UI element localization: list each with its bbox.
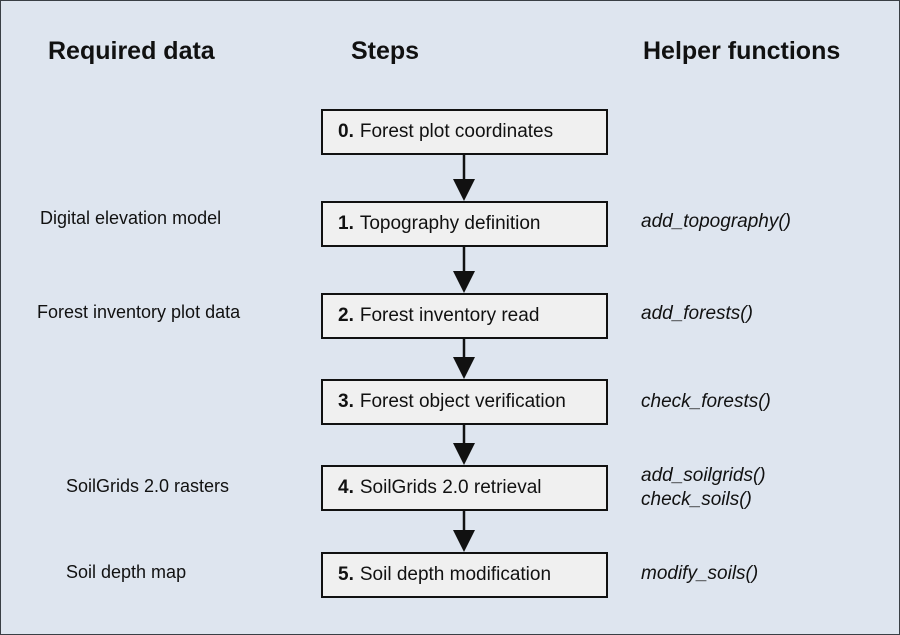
helper-modify-soils: modify_soils() (641, 563, 759, 584)
step-5-label: Soil depth modification (359, 564, 552, 585)
step-3-number: 3. (338, 391, 354, 412)
helper-functions-header: Helper functions (643, 37, 841, 65)
step-0-box: 0. Forest plot coordinates (321, 109, 608, 155)
arrow-4-to-5 (453, 511, 475, 552)
required-data-dem: Digital elevation model (40, 208, 222, 228)
helper-check-forests: check_forests() (641, 391, 771, 412)
step-2-box: 2. Forest inventory read (321, 293, 608, 339)
step-1-number: 1. (338, 213, 354, 234)
step-5-number: 5. (338, 564, 354, 585)
required-data-header: Required data (48, 37, 215, 65)
step-1-box: 1. Topography definition (321, 201, 608, 247)
step-2-label: Forest inventory read (359, 305, 540, 326)
step-4-box: 4. SoilGrids 2.0 retrieval (321, 465, 608, 511)
step-0-label: Forest plot coordinates (359, 121, 554, 142)
step-4-label: SoilGrids 2.0 retrieval (359, 477, 542, 498)
arrow-3-to-4 (453, 425, 475, 465)
steps-header: Steps (351, 37, 420, 65)
helper-add-topography: add_topography() (641, 211, 791, 232)
required-data-soil-depth: Soil depth map (66, 562, 187, 582)
arrow-0-to-1 (453, 153, 475, 201)
helper-check-soils: check_soils() (641, 489, 752, 510)
step-4-number: 4. (338, 477, 354, 498)
step-3-label: Forest object verification (359, 391, 566, 412)
step-3-box: 3. Forest object verification (321, 379, 608, 425)
required-data-inventory: Forest inventory plot data (37, 302, 241, 322)
helper-add-soilgrids: add_soilgrids() (641, 465, 766, 486)
arrow-2-to-3 (453, 335, 475, 379)
step-5-box: 5. Soil depth modification (321, 552, 608, 598)
step-2-number: 2. (338, 305, 354, 326)
arrow-1-to-2 (453, 247, 475, 293)
helper-add-forests: add_forests() (641, 303, 753, 324)
step-0-number: 0. (338, 121, 354, 142)
required-data-soilgrids: SoilGrids 2.0 rasters (66, 476, 230, 496)
step-1-label: Topography definition (359, 213, 541, 234)
helper-soilgrids-group: add_soilgrids() check_soils() (641, 464, 766, 512)
